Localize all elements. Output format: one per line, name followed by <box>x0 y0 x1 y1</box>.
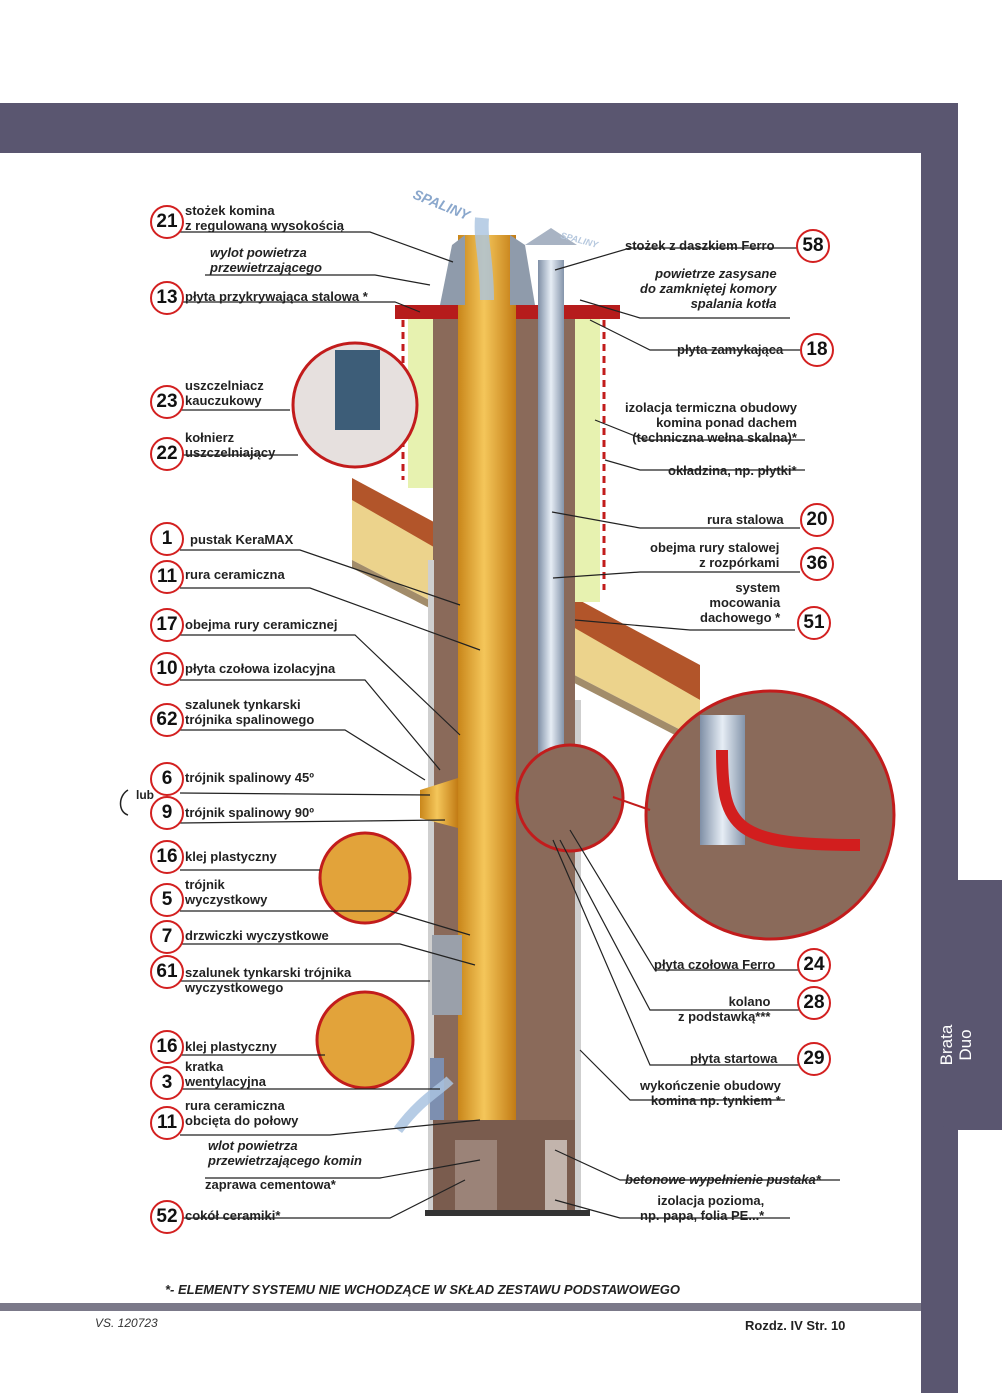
cleanout-door <box>432 935 462 1015</box>
detail-glue-2 <box>315 990 415 1090</box>
label-ferro-cone: stożek z daszkiem Ferro <box>625 238 775 253</box>
label-concrete-fill: betonowe wypełnienie pustaka* <box>625 1172 821 1187</box>
badge-1: 1 <box>150 522 184 556</box>
label-vent-air-inlet: wlot powietrza przewietrzającego komin <box>208 1138 362 1168</box>
detail-flow-arrow <box>716 749 861 851</box>
flue-tee <box>420 778 458 828</box>
top-frame-bar <box>0 103 958 153</box>
badge-5: 5 <box>150 883 184 917</box>
badge-3: 3 <box>150 1066 184 1100</box>
footnote: *- ELEMENTY SYSTEMU NIE WCHODZĄCE W SKŁA… <box>165 1282 680 1297</box>
badge-36: 36 <box>800 547 834 581</box>
label-steel-pipe: rura stalowa <box>707 512 784 527</box>
badge-10: 10 <box>150 652 184 686</box>
right-frame-bar <box>921 103 958 1393</box>
badge-29: 29 <box>797 1042 831 1076</box>
version-label: VS. 120723 <box>95 1316 158 1330</box>
badge-24: 24 <box>797 948 831 982</box>
badge-23: 23 <box>150 385 184 419</box>
label-flue-tee-90: trójnik spalinowy 90º <box>185 805 315 820</box>
steel-pipe <box>538 260 564 800</box>
label-flue-tee-formwork: szalunek tynkarski trójnika spalinowego <box>185 697 315 727</box>
seal-pipe <box>335 350 380 430</box>
badge-58: 58 <box>796 229 830 263</box>
label-vent-air-outlet: wylot powietrza przewietrzającego <box>210 245 322 275</box>
label-closing-plate: płyta zamykająca <box>677 342 784 357</box>
label-start-plate: płyta startowa <box>690 1051 778 1066</box>
badge-17: 17 <box>150 608 184 642</box>
exhaust-flow <box>474 217 494 301</box>
label-insulation-face-plate: płyta czołowa izolacyjna <box>185 661 336 676</box>
detail-glue <box>318 831 412 925</box>
bottom-rule <box>0 1303 921 1311</box>
badge-28: 28 <box>797 986 831 1020</box>
badge-52: 52 <box>150 1200 184 1234</box>
label-plastic-glue-2: klej plastyczny <box>185 1039 277 1054</box>
label-half-ceramic-pipe: rura ceramiczna obcięta do połowy <box>185 1098 299 1128</box>
label-flue-tee-45: trójnik spalinowy 45º <box>185 770 315 785</box>
badge-11b: 11 <box>150 1106 184 1140</box>
label-roof-mounting: system mocowania dachowego * <box>700 580 781 625</box>
label-ceramic-pipe-clamp: obejma rury ceramicznej <box>185 617 338 632</box>
insulation-right <box>575 312 600 602</box>
badge-61: 61 <box>150 955 184 989</box>
label-ceramic-pipe: rura ceramiczna <box>185 567 285 582</box>
badge-21: 21 <box>150 205 184 239</box>
leader-lines-left <box>179 231 481 1219</box>
detail-elbow-small <box>515 743 625 853</box>
badge-6: 6 <box>150 762 184 796</box>
label-combustion-air: powietrze zasysane do zamkniętej komory … <box>640 266 777 311</box>
concrete-fill-right <box>545 1140 567 1210</box>
label-steel-cover-plate: płyta przykrywająca stalowa * <box>185 289 368 304</box>
detail-connector <box>612 796 651 811</box>
badge-9: 9 <box>150 796 184 830</box>
badge-51: 51 <box>797 606 831 640</box>
label-ceramic-plinth: cokół ceramiki* <box>185 1208 281 1223</box>
badge-22: 22 <box>150 437 184 471</box>
badge-11: 11 <box>150 560 184 594</box>
concrete-fill <box>455 1140 497 1210</box>
leader-lines-right <box>551 247 840 1219</box>
plaster-right <box>575 700 581 1215</box>
cone-right <box>510 235 535 305</box>
badge-16: 16 <box>150 840 184 874</box>
horizontal-insulation <box>425 1210 590 1216</box>
badge-13: 13 <box>150 281 184 315</box>
badge-16b: 16 <box>150 1030 184 1064</box>
page-reference: Rozdz. IV Str. 10 <box>745 1318 846 1333</box>
or-bracket <box>119 789 129 816</box>
plaster-left <box>428 560 434 1215</box>
cone-left <box>440 235 465 305</box>
label-horizontal-insulation: izolacja pozioma, np. papa, folia PE...* <box>640 1193 765 1223</box>
label-chimney-cone: stożek komina z regulowaną wysokością <box>185 203 344 233</box>
label-cleanout-tee: trójnik wyczystkowy <box>185 877 268 907</box>
label-sealing-collar: kołnierz uszczelniający <box>185 430 276 460</box>
badge-20: 20 <box>800 503 834 537</box>
label-cleanout-tee-formwork: szalunek tynkarski trójnika wyczystkoweg… <box>185 965 352 995</box>
ferro-cap <box>525 228 577 245</box>
label-elbow-base: kolano z podstawką*** <box>678 994 771 1024</box>
label-casing-finish: wykończenie obudowy komina np. tynkiem * <box>640 1078 781 1108</box>
label-cleanout-door: drzwiczki wyczystkowe <box>185 928 329 943</box>
spaliny-label: SPALINY <box>411 186 474 224</box>
label-plastic-glue: klej plastyczny <box>185 849 277 864</box>
badge-18: 18 <box>800 333 834 367</box>
label-or: lub <box>136 788 154 802</box>
badge-7: 7 <box>150 920 184 954</box>
label-rubber-seal: uszczelniacz kauczukowy <box>185 378 264 408</box>
detail-elbow <box>644 689 896 941</box>
label-steel-pipe-clamp: obejma rury stalowej z rozpórkami <box>650 540 780 570</box>
ceramic-pipe <box>458 235 516 1120</box>
label-ferro-face-plate: płyta czołowa Ferro <box>654 957 776 972</box>
inlet-air-flow <box>393 1076 454 1133</box>
label-cladding: okładzina, np. płytki* <box>668 463 797 478</box>
label-thermal-insulation: izolacja termiczna obudowy komina ponad … <box>625 400 797 445</box>
badge-62: 62 <box>150 703 184 737</box>
label-vent-grille: kratka wentylacyjna <box>185 1059 266 1089</box>
spaliny-small-label: SPALINY <box>559 230 600 250</box>
label-keramax-block: pustak KeraMAX <box>190 532 294 547</box>
section-tab[interactable] <box>921 880 1002 1130</box>
label-cement-mortar: zaprawa cementowa* <box>205 1177 336 1192</box>
